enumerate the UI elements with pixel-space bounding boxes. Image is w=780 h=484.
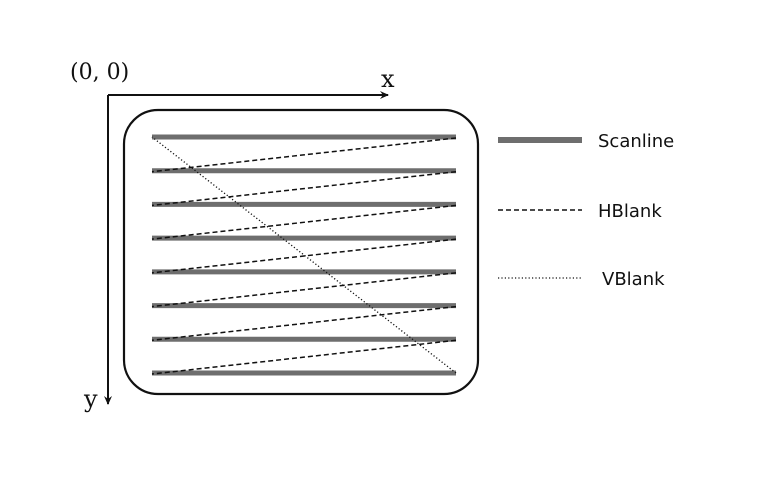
screen-frame xyxy=(122,108,480,396)
hblank-line xyxy=(151,170,457,207)
hblank-line xyxy=(151,305,457,342)
legend-vblank-label: VBlank xyxy=(602,269,665,290)
legend-scanline-label: Scanline xyxy=(598,131,674,152)
hblank-line xyxy=(151,204,457,240)
hblank-line xyxy=(151,339,457,375)
vblank-line xyxy=(151,136,457,374)
legend-hblank-label: HBlank xyxy=(598,201,662,222)
hblank-line xyxy=(151,272,457,308)
origin-label: (0, 0) xyxy=(70,60,129,85)
x-axis-label: x xyxy=(381,65,395,93)
hblank-line xyxy=(151,137,457,173)
hblank-line xyxy=(151,238,457,274)
scan-pattern xyxy=(151,134,457,376)
legend: Scanline HBlank VBlank xyxy=(498,131,674,290)
y-axis-label: y xyxy=(83,385,98,413)
